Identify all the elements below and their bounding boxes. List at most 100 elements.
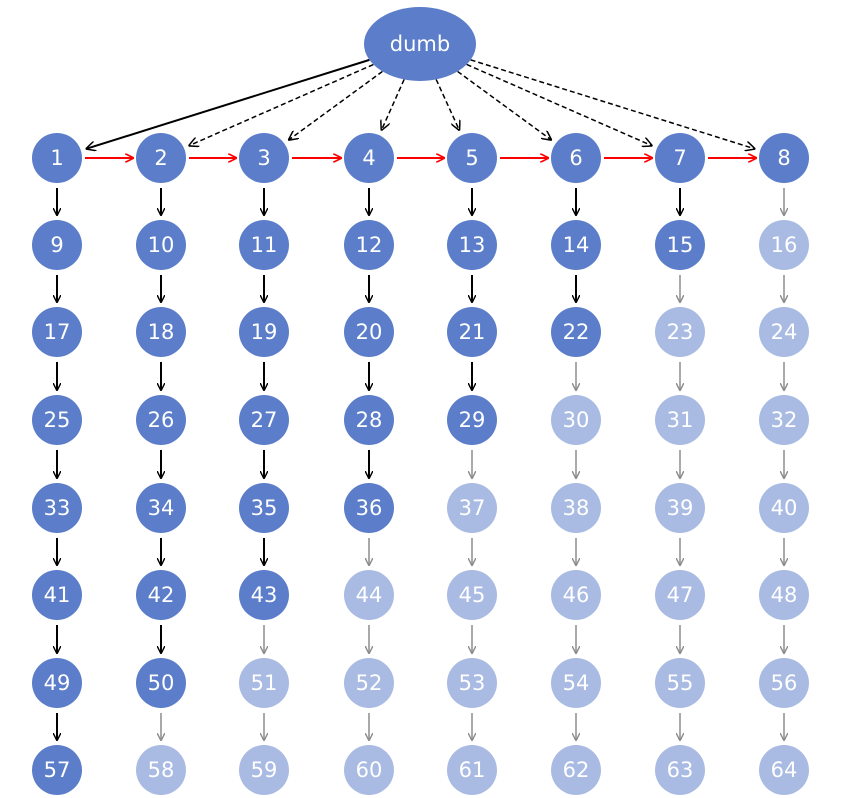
root-edge-to-2 [189, 63, 374, 146]
node-circle [239, 220, 289, 270]
node-label: 35 [251, 496, 278, 520]
node-label: 52 [356, 671, 383, 695]
node-5: 5 [447, 133, 497, 183]
root-edge-to-1 [87, 58, 370, 149]
node-62: 62 [551, 745, 601, 795]
node-54: 54 [551, 658, 601, 708]
node-10: 10 [136, 220, 186, 270]
node-circle [344, 570, 394, 620]
node-label: 64 [771, 758, 798, 782]
node-label: 20 [356, 320, 383, 344]
node-45: 45 [447, 570, 497, 620]
node-52: 52 [344, 658, 394, 708]
edges-layer [57, 58, 784, 740]
node-circle [551, 570, 601, 620]
node-37: 37 [447, 483, 497, 533]
node-label: 58 [148, 758, 175, 782]
node-circle [32, 658, 82, 708]
node-19: 19 [239, 307, 289, 357]
node-label: 53 [459, 671, 486, 695]
node-label: 56 [771, 671, 798, 695]
node-circle [551, 220, 601, 270]
node-21: 21 [447, 307, 497, 357]
node-circle [759, 745, 809, 795]
node-47: 47 [655, 570, 705, 620]
node-label: 44 [356, 583, 383, 607]
node-label: 47 [667, 583, 694, 607]
node-8: 8 [759, 133, 809, 183]
node-14: 14 [551, 220, 601, 270]
node-circle [344, 307, 394, 357]
node-label: 15 [667, 233, 694, 257]
node-circle [655, 307, 705, 357]
node-circle [136, 483, 186, 533]
node-38: 38 [551, 483, 601, 533]
node-circle [239, 483, 289, 533]
node-label: 32 [771, 408, 798, 432]
node-circle [655, 483, 705, 533]
node-circle [239, 570, 289, 620]
node-circle [655, 220, 705, 270]
node-6: 6 [551, 133, 601, 183]
node-circle [759, 395, 809, 445]
node-label: 55 [667, 671, 694, 695]
node-label: 45 [459, 583, 486, 607]
node-label: 41 [44, 583, 71, 607]
node-circle [551, 658, 601, 708]
node-circle [447, 220, 497, 270]
node-64: 64 [759, 745, 809, 795]
node-label: 38 [563, 496, 590, 520]
root-edge-to-3 [289, 70, 383, 139]
node-circle [344, 745, 394, 795]
node-circle [32, 745, 82, 795]
node-circle [551, 395, 601, 445]
root-edge-to-8 [470, 59, 755, 149]
node-30: 30 [551, 395, 601, 445]
node-11: 11 [239, 220, 289, 270]
node-43: 43 [239, 570, 289, 620]
node-57: 57 [32, 745, 82, 795]
node-circle [447, 658, 497, 708]
node-label: 14 [563, 233, 590, 257]
node-circle [239, 307, 289, 357]
node-label: 21 [459, 320, 486, 344]
node-label: 63 [667, 758, 694, 782]
node-13: 13 [447, 220, 497, 270]
node-label: 8 [777, 146, 790, 170]
node-28: 28 [344, 395, 394, 445]
root-edge-to-4 [382, 79, 405, 129]
node-label: 18 [148, 320, 175, 344]
node-circle [344, 395, 394, 445]
root-node: dumb [364, 7, 476, 81]
node-label: 37 [459, 496, 486, 520]
node-circle [759, 570, 809, 620]
node-label: 7 [673, 146, 686, 170]
node-circle [344, 133, 394, 183]
node-circle [239, 395, 289, 445]
node-23: 23 [655, 307, 705, 357]
node-circle [447, 483, 497, 533]
node-circle [655, 133, 705, 183]
node-circle [759, 658, 809, 708]
node-26: 26 [136, 395, 186, 445]
node-17: 17 [32, 307, 82, 357]
node-circle [551, 307, 601, 357]
node-label: 6 [569, 146, 582, 170]
node-circle [447, 745, 497, 795]
node-40: 40 [759, 483, 809, 533]
node-55: 55 [655, 658, 705, 708]
node-circle [655, 570, 705, 620]
node-35: 35 [239, 483, 289, 533]
node-circle [551, 483, 601, 533]
node-circle [32, 307, 82, 357]
node-label: 22 [563, 320, 590, 344]
node-7: 7 [655, 133, 705, 183]
node-label: 25 [44, 408, 71, 432]
node-51: 51 [239, 658, 289, 708]
node-circle [655, 745, 705, 795]
node-circle [136, 745, 186, 795]
node-58: 58 [136, 745, 186, 795]
node-label: 46 [563, 583, 590, 607]
